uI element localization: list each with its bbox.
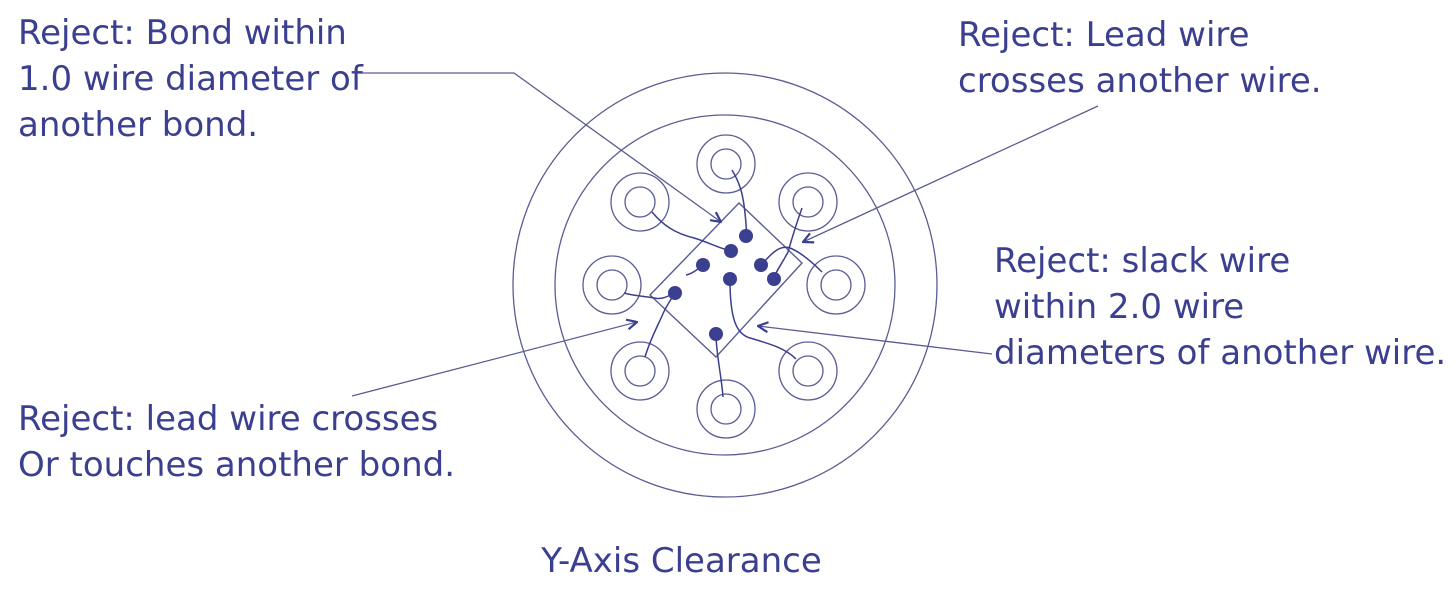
annotation-line: crosses another wire. [958,61,1322,101]
bond [723,272,737,286]
bond-pad [610,172,670,232]
leader-line-bond-clearance [358,72,721,222]
lead-wires [623,169,823,398]
bond-pad [778,341,838,401]
annotation-line: Or touches another bond. [18,445,456,485]
leader-lines [351,72,1099,397]
annotation-bond-touch: Reject: lead wire crosses Or touches ano… [18,396,455,488]
lead-wire [760,246,823,273]
annotation-line: within 2.0 wire [994,287,1245,327]
package-inner-ring [554,114,896,456]
bond-pad [696,379,756,439]
leader-line-slack-wire [758,326,993,355]
bond-pads [582,134,866,439]
annotation-line: Reject: Lead wire [958,15,1250,55]
leader-line-wire-crossing [803,105,1099,242]
annotation-wire-crossing: Reject: Lead wire crosses another wire. [958,12,1322,104]
bond [668,286,682,300]
die [649,202,803,358]
bond [754,258,768,272]
lead-wire [644,292,676,358]
bond-pad [806,255,866,315]
bond [724,244,738,258]
annotation-line: Reject: slack wire [994,241,1291,281]
die-bonds [668,229,781,341]
annotation-bond-clearance: Reject: Bond within 1.0 wire diameter of… [18,10,363,148]
lead-wire [729,279,797,360]
diagram-caption: Y-Axis Clearance [541,541,822,581]
lead-wire [651,211,732,252]
bond [739,229,753,243]
annotation-line: Reject: Bond within [18,13,347,53]
bond [696,258,710,272]
package-outer-ring [512,72,938,498]
bond-pad [582,255,642,315]
lead-wire [715,334,724,398]
leader-line-bond-touch [351,322,637,397]
bond [767,272,781,286]
bond-pad [610,341,670,401]
annotation-line: diameters of another wire. [994,333,1447,373]
annotation-slack-wire: Reject: slack wire within 2.0 wire diame… [994,238,1446,376]
bond [709,327,723,341]
annotation-line: Reject: lead wire crosses [18,399,439,439]
bond-pad [696,134,756,194]
lead-wire [623,292,676,300]
annotation-line: 1.0 wire diameter of [18,59,363,99]
bond-pad [778,172,838,232]
annotation-line: another bond. [18,105,259,145]
